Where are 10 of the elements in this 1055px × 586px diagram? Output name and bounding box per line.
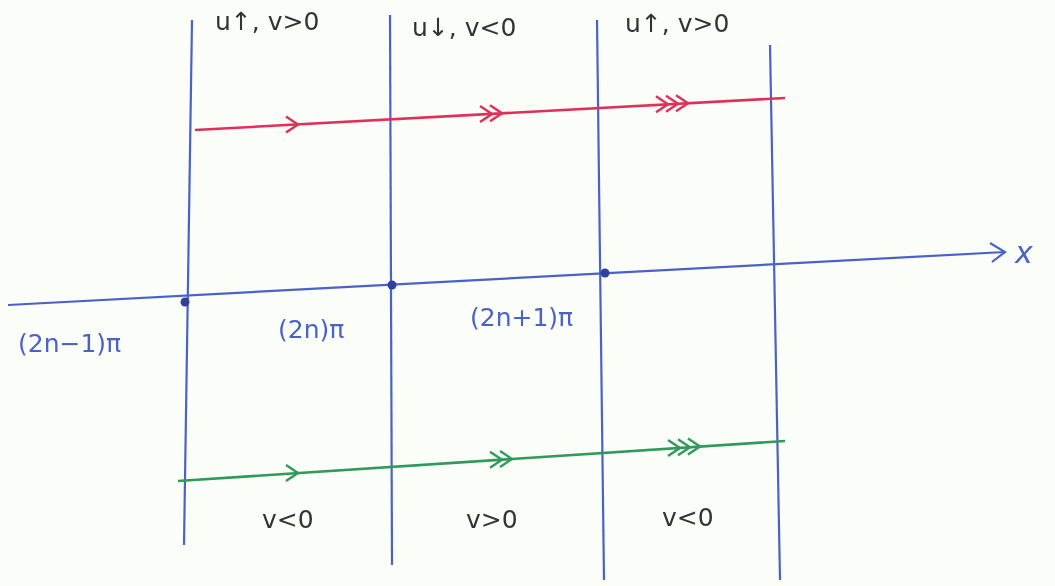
axis-label: x	[1015, 236, 1033, 269]
region-label: v<0	[662, 504, 714, 532]
tick-label: (2n+1)π	[470, 304, 574, 332]
region-label: u↑, v>0	[625, 10, 730, 38]
region-label: v>0	[466, 506, 518, 534]
tick-label: (2n)π	[278, 316, 345, 344]
region-label: u↓, v<0	[412, 14, 517, 42]
region-label: v<0	[262, 506, 314, 534]
tick-label: (2n−1)π	[18, 330, 122, 358]
region-label: u↑, v>0	[215, 8, 320, 36]
